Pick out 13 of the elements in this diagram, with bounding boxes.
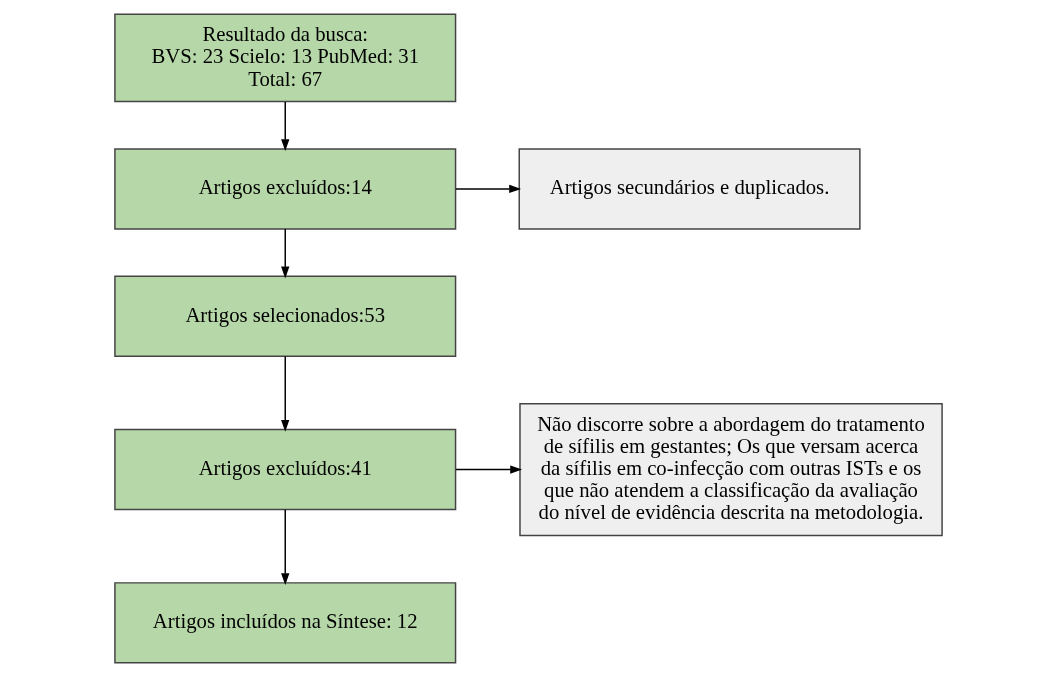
node-box: Artigos excluídos:41	[114, 428, 457, 511]
node-box: Não discorre sobre a abordagem do tratamento de sífilis em gestantes; Os que versam acerca da sífilis em co-infecção com outras ISTs e os que não atendem a classificação da avaliação do nível de evidência descrita na metodologia.	[519, 402, 943, 537]
arrow	[281, 355, 290, 432]
arrow	[281, 101, 290, 152]
arrow	[281, 509, 290, 586]
arrow	[281, 228, 290, 279]
arrow	[455, 184, 522, 194]
arrow	[455, 465, 523, 474]
node-box: Artigos secundários e duplicados.	[518, 148, 861, 230]
node-box: Resultado da busca: BVS: 23 Scielo: 13 PubMed: 31 Total: 67	[114, 13, 457, 103]
node-box: Artigos excluídos:14	[114, 148, 457, 230]
node-box: Artigos incluídos na Síntese: 12	[114, 582, 457, 664]
node-box: Artigos selecionados:53	[114, 275, 457, 357]
